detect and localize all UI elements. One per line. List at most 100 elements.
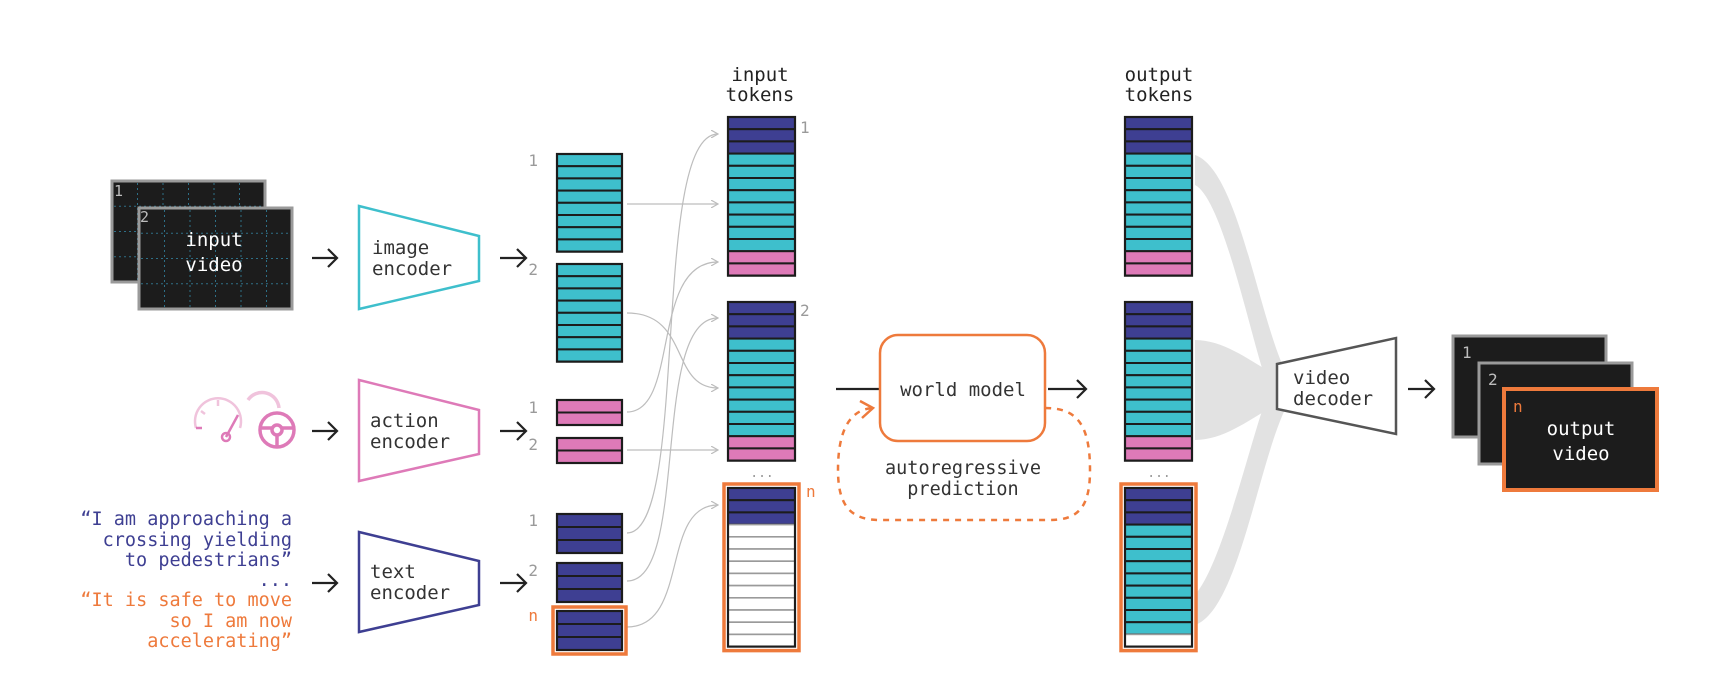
output-token-block-2-row bbox=[1124, 386, 1193, 401]
action-tokens-2-row bbox=[556, 449, 623, 464]
flow-arrow-head bbox=[327, 421, 339, 441]
output-token-block-n-row bbox=[1124, 548, 1193, 563]
output-token-block-n-row bbox=[1124, 523, 1193, 538]
text-tokens-2-border bbox=[555, 561, 624, 604]
output-token-block-n-row bbox=[1124, 621, 1193, 636]
image-tokens-2-row bbox=[556, 336, 623, 351]
action-tokens-2 bbox=[555, 436, 624, 465]
output-tokens-column bbox=[1119, 115, 1198, 653]
input-frame-1-number: 1 bbox=[114, 182, 123, 200]
flow-arrows bbox=[312, 248, 1436, 593]
input-token-block-1-row bbox=[727, 262, 796, 277]
flow-arrow bbox=[500, 421, 528, 441]
image-tokens-1-row bbox=[556, 214, 623, 229]
action-tokens-1-row bbox=[556, 411, 623, 426]
input-video: 1 2 input video bbox=[110, 179, 294, 311]
input-token-block-2-row bbox=[727, 337, 796, 352]
input-token-block-n-highlight bbox=[722, 482, 801, 653]
output-token-block-n-row bbox=[1124, 584, 1193, 599]
input-token-block-n-row bbox=[727, 548, 796, 562]
output-token-block-2-row bbox=[1124, 410, 1193, 425]
output-tokens-title-line1: output bbox=[1125, 64, 1194, 86]
input-token-block-n-row bbox=[727, 487, 796, 502]
input-token-block-1-border bbox=[726, 115, 797, 277]
prompt-ellipsis: ... bbox=[259, 570, 292, 591]
output-token-block-2 bbox=[1123, 300, 1194, 462]
output-tokens-dots: ... bbox=[1147, 466, 1170, 481]
speedometer-icon bbox=[193, 397, 243, 443]
output-token-block-1-row bbox=[1124, 164, 1193, 180]
input-token-block-n-row bbox=[727, 523, 796, 538]
image-encoder-line2: encoder bbox=[372, 258, 452, 280]
input-token-block-1-row bbox=[727, 250, 796, 265]
flow-arrow bbox=[500, 248, 528, 268]
output-token-block-1-row bbox=[1124, 177, 1193, 192]
input-token-block-1 bbox=[726, 115, 797, 277]
input-token-block-2-row bbox=[727, 435, 796, 450]
image-tokens-1-row bbox=[556, 226, 623, 241]
output-token-block-n-row bbox=[1124, 560, 1193, 575]
input-token-block-n-row bbox=[727, 535, 796, 550]
video-decoder: video decoder bbox=[1275, 336, 1398, 436]
decoder-fan bbox=[1195, 155, 1290, 625]
output-token-block-1 bbox=[1123, 115, 1194, 277]
input-token-block-2-border bbox=[726, 300, 797, 462]
image-tokens-1-row bbox=[556, 177, 623, 192]
flow-arrow bbox=[1048, 379, 1088, 399]
input-token-block-1-row bbox=[727, 225, 796, 241]
input-token-block-1-row bbox=[727, 201, 796, 216]
output-token-block-n-row bbox=[1124, 499, 1193, 514]
flow-arrow-head bbox=[516, 421, 528, 441]
output-token-block-n bbox=[1119, 482, 1198, 653]
input-video-label-line2: video bbox=[185, 254, 242, 276]
input-token-block-2-row bbox=[727, 423, 796, 438]
output-token-block-n-row bbox=[1124, 633, 1193, 648]
input-token-block-2-row bbox=[727, 447, 796, 462]
text-tokens-1 bbox=[555, 512, 624, 555]
output-token-block-2-row bbox=[1124, 398, 1193, 413]
input-tokens-dots: ... bbox=[750, 466, 773, 481]
image-tokens-1-border bbox=[555, 152, 624, 253]
input-token-block-n-row bbox=[727, 609, 796, 623]
input-token-block-2 bbox=[726, 300, 797, 462]
autoregressive-label-line1: autoregressive bbox=[885, 458, 1041, 479]
input-token-block-n-row bbox=[727, 596, 796, 611]
output-token-block-n-row bbox=[1124, 572, 1193, 587]
flow-arrow-head bbox=[516, 248, 528, 268]
input-token-block-2-row bbox=[727, 301, 796, 316]
output-token-block-1-row bbox=[1124, 201, 1193, 216]
output-token-block-1-row bbox=[1124, 262, 1193, 277]
input-token-block-n-row bbox=[727, 572, 796, 587]
input-frame-2-number: 2 bbox=[140, 208, 149, 226]
image-token-label-2: 2 bbox=[528, 260, 538, 279]
autoregressive-label-line2: prediction bbox=[907, 479, 1018, 500]
token-routing-lines bbox=[626, 134, 718, 628]
video-decoder-line2: decoder bbox=[1293, 388, 1373, 410]
input-token-block-1-row bbox=[727, 177, 796, 192]
output-video: 1 2 n output video bbox=[1451, 334, 1659, 492]
flow-arrow-head bbox=[327, 573, 339, 593]
text-tokens-2 bbox=[555, 561, 624, 604]
output-token-block-1-row bbox=[1124, 238, 1193, 253]
output-token-block-1-row bbox=[1124, 128, 1193, 143]
action-tokens-2-border bbox=[555, 436, 624, 465]
output-frame-2-number: 2 bbox=[1488, 370, 1498, 389]
output-token-block-1-row bbox=[1124, 189, 1193, 204]
text-token-label-1: 1 bbox=[528, 511, 538, 530]
input-token-block-1-row bbox=[727, 213, 796, 228]
image-encoder: image encoder bbox=[357, 204, 481, 311]
flow-arrow-head bbox=[1076, 379, 1088, 399]
output-frame-1-number: 1 bbox=[1462, 343, 1472, 362]
output-tokens-title: output tokens bbox=[1125, 64, 1194, 106]
input-token-block-n bbox=[722, 482, 801, 653]
encoded-token-groups bbox=[551, 152, 628, 656]
text-tokens-2-row bbox=[556, 562, 623, 577]
output-token-block-1-row bbox=[1124, 213, 1193, 228]
output-token-block-1-row bbox=[1124, 152, 1193, 167]
action-tokens-1-border bbox=[555, 398, 624, 427]
text-tokens-1-row bbox=[556, 513, 623, 528]
input-token-block-2-row bbox=[727, 325, 796, 340]
flow-arrow-head bbox=[327, 248, 339, 268]
input-token-block-1-row bbox=[727, 164, 796, 180]
output-token-block-2-row bbox=[1124, 313, 1193, 328]
